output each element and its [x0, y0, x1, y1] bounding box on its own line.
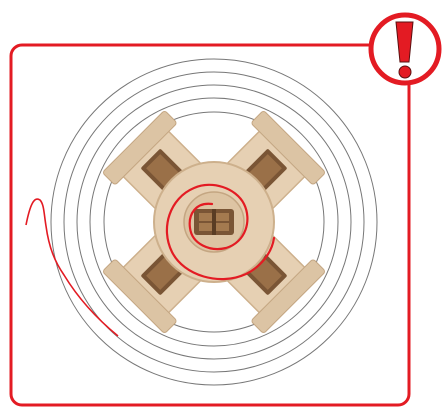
warning-badge	[371, 15, 439, 83]
spool-center-slot	[194, 209, 234, 235]
